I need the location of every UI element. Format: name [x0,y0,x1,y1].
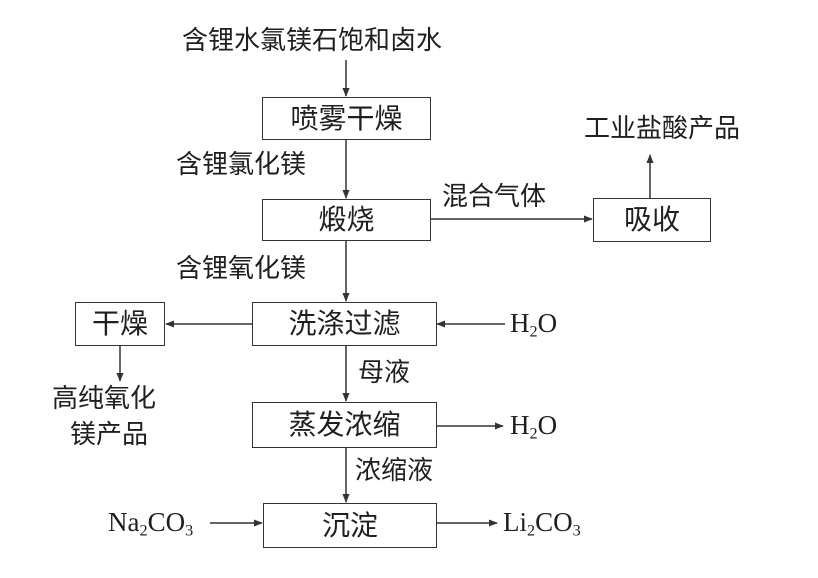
mother-liquor-label: 母液 [358,358,411,388]
source-brine-label: 含锂水氯镁石饱和卤水 [182,26,443,56]
precipitate-box: 沉淀 [263,503,437,548]
wash-filter-box: 洗涤过滤 [252,302,437,346]
calcine-box: 煅烧 [262,199,431,241]
na2co3-formula: Na2CO3 [108,507,194,540]
mgo-product-label-line1: 高纯氧化 [52,384,157,414]
evaporate-box: 蒸发浓缩 [252,402,437,448]
mgo-product-label-line2: 镁产品 [70,420,149,450]
absorb-box: 吸收 [593,198,711,242]
water-input-formula: H2O [510,308,558,341]
li2co3-formula: Li2CO3 [503,507,581,540]
concentrate-label: 浓缩液 [355,456,434,486]
spray-dry-box: 喷雾干燥 [262,97,431,140]
li-mg-oxide-label: 含锂氧化镁 [176,254,307,284]
mixed-gas-label: 混合气体 [442,182,547,212]
li-mg-chloride-label: 含锂氯化镁 [176,150,307,180]
dry-box: 干燥 [75,302,165,346]
industrial-hcl-product-label: 工业盐酸产品 [584,114,741,144]
water-output-formula: H2O [510,410,558,443]
